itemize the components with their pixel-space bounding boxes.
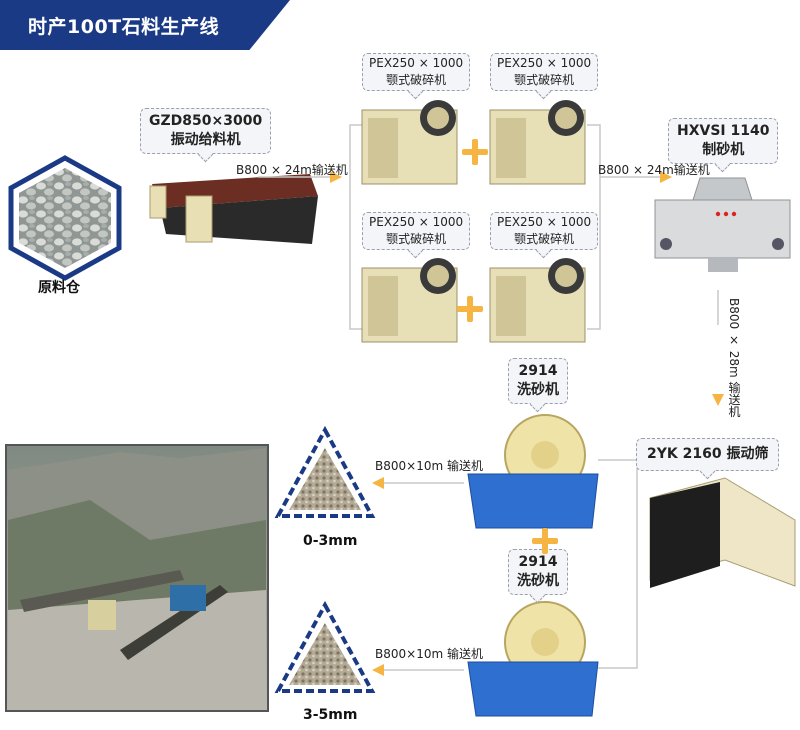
jaw-crusher-illustration-2 <box>489 100 586 185</box>
jaw-crusher-label-2: PEX250 × 1000 颚式破碎机 <box>490 53 599 91</box>
jaw-crusher-name: 颚式破碎机 <box>386 73 447 87</box>
screen-label: 2YK 2160 振动筛 <box>636 438 780 471</box>
plus-icon <box>532 528 558 554</box>
screen-name: 2YK 2160 振动筛 <box>647 446 769 462</box>
jaw-crusher-model: PEX250 × 1000 <box>369 215 464 229</box>
sand-maker-label: HXVSI 1140 制砂机 <box>668 118 779 164</box>
page-title: 时产100T石料生产线 <box>28 16 220 38</box>
sand-maker-name: 制砂机 <box>702 142 745 158</box>
sand-washer-label-2: 2914 洗砂机 <box>508 549 568 595</box>
flow-lines <box>258 124 719 671</box>
sand-maker-illustration <box>654 177 791 272</box>
jaw-crusher-illustration-1 <box>361 100 458 185</box>
sand-washer-model: 2914 <box>518 363 558 379</box>
sand-maker-model: HXVSI 1140 <box>677 123 770 139</box>
vibrating-screen-illustration <box>649 477 796 588</box>
jaw-crusher-label-4: PEX250 × 1000 颚式破碎机 <box>490 212 599 250</box>
jaw-crusher-name: 颚式破碎机 <box>514 73 575 87</box>
jaw-crusher-model: PEX250 × 1000 <box>497 215 592 229</box>
raw-material-label: 原料仓 <box>38 280 80 296</box>
sand-washer-label-1: 2914 洗砂机 <box>508 358 568 404</box>
jaw-crusher-model: PEX250 × 1000 <box>497 56 592 70</box>
plus-icon <box>462 139 488 165</box>
sand-washer-illustration-1 <box>467 414 599 529</box>
production-site-photo <box>5 444 269 712</box>
product-pile-triangle-1 <box>274 425 376 518</box>
sand-washer-name: 洗砂机 <box>517 573 559 589</box>
conveyor-label-3: B800 × 28m 输送机 <box>727 298 741 418</box>
feeder-name: 振动给料机 <box>170 132 241 148</box>
product-label-2: 3-5mm <box>303 707 358 723</box>
jaw-crusher-label-3: PEX250 × 1000 颚式破碎机 <box>362 212 471 250</box>
conveyor-label-4: B800×10m 输送机 <box>375 459 483 473</box>
jaw-crusher-name: 颚式破碎机 <box>386 232 447 246</box>
sand-washer-illustration-2 <box>467 601 599 717</box>
conveyor-label-2: B800 × 24m输送机 <box>598 163 710 177</box>
sand-washer-model: 2914 <box>518 554 558 570</box>
jaw-crusher-model: PEX250 × 1000 <box>369 56 464 70</box>
product-pile-triangle-2 <box>274 600 376 693</box>
feeder-label: GZD850×3000 振动给料机 <box>140 108 272 154</box>
conveyor-label-5: B800×10m 输送机 <box>375 647 483 661</box>
jaw-crusher-label-1: PEX250 × 1000 颚式破碎机 <box>362 53 471 91</box>
feeder-model: GZD850×3000 <box>149 113 263 129</box>
title-banner: 时产100T石料生产线 <box>0 0 290 50</box>
jaw-crusher-name: 颚式破碎机 <box>514 232 575 246</box>
raw-material-hexagon <box>8 155 122 281</box>
jaw-crusher-illustration-4 <box>489 258 586 343</box>
conveyor-label-1: B800 × 24m输送机 <box>236 163 348 177</box>
jaw-crusher-illustration-3 <box>361 258 458 343</box>
flow-arrows <box>330 171 724 676</box>
sand-washer-name: 洗砂机 <box>517 382 559 398</box>
plus-icon <box>457 296 483 322</box>
product-label-1: 0-3mm <box>303 533 358 549</box>
vibrating-feeder-illustration <box>149 174 318 244</box>
